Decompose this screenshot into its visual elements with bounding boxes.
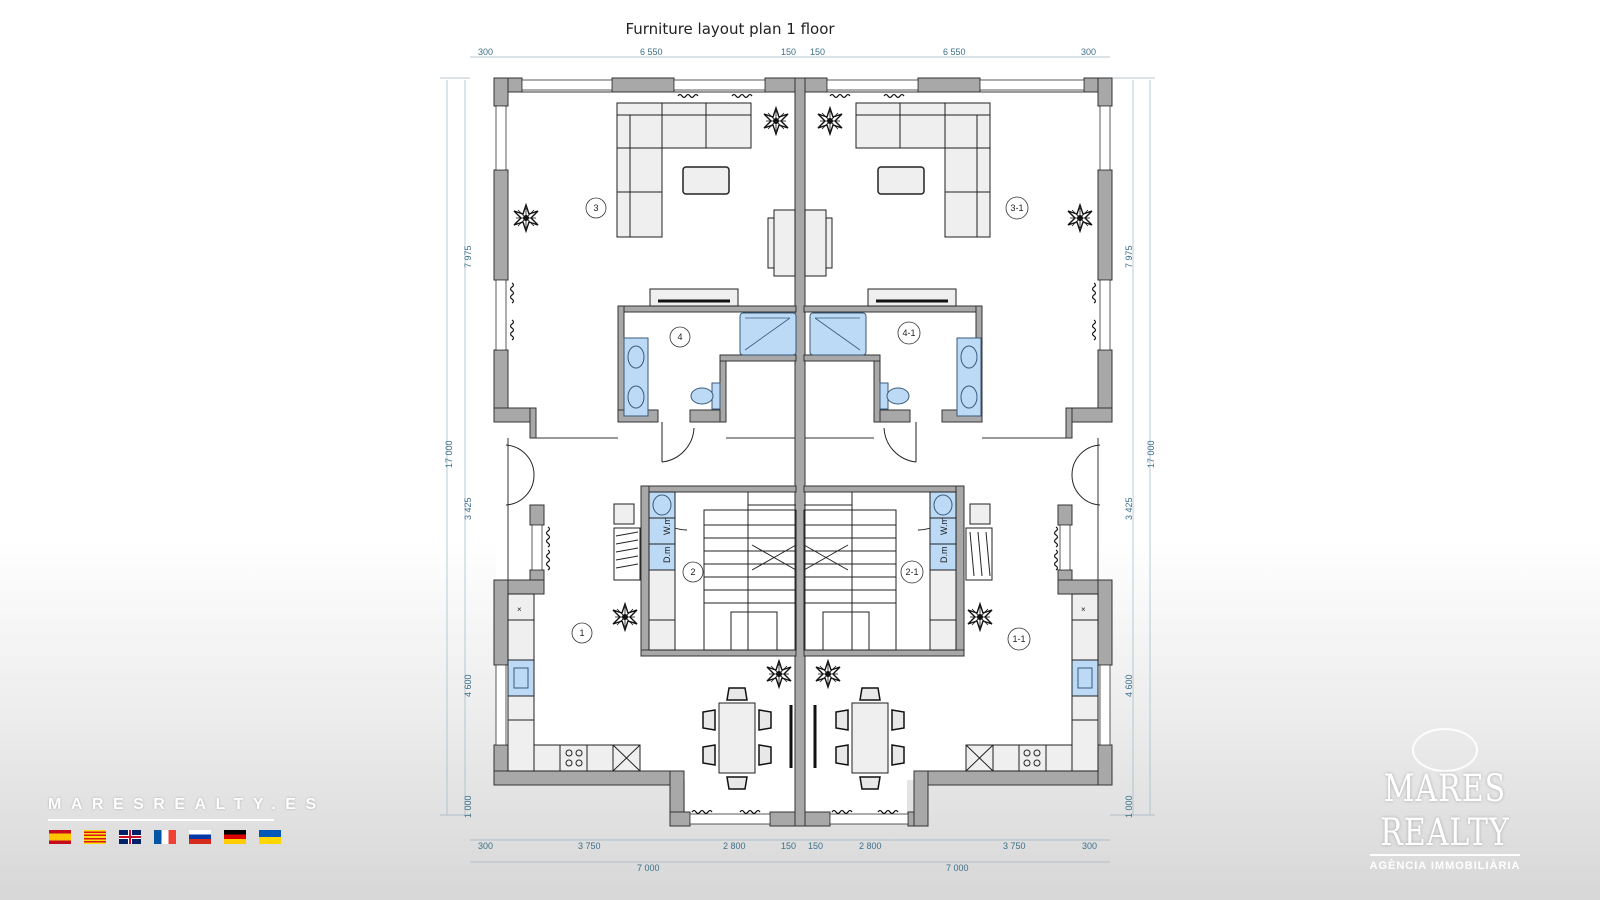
- dishwasher-label-left: D.m: [662, 547, 672, 564]
- dim-total-left: 7 000: [637, 863, 660, 873]
- walls: [493, 77, 1113, 827]
- entrance-doors: [505, 422, 1101, 506]
- dim-bottom-4: 150: [781, 841, 796, 851]
- germany-flag-icon[interactable]: [224, 830, 246, 844]
- dim-bottom-8: 300: [1082, 841, 1097, 851]
- dim-left-1: 7 975: [463, 245, 473, 268]
- website-label[interactable]: MARESREALTY.ES: [48, 796, 326, 813]
- dim-right-3: 4 600: [1124, 674, 1134, 697]
- sofa-right: [855, 102, 991, 238]
- room-label-3-1: 3-1: [1010, 203, 1023, 213]
- dim-left-3: 4 600: [463, 674, 473, 697]
- spain-flag-icon[interactable]: [49, 830, 71, 844]
- dim-left-total: 17 000: [444, 440, 454, 468]
- dim-right-2: 3 425: [1124, 497, 1134, 520]
- dim-bottom-2: 3 750: [578, 841, 601, 851]
- brand-logo: MARES REALTY AGÈNCIA IMMOBILIÀRIA: [1340, 728, 1550, 872]
- laundry-left: [648, 491, 676, 651]
- ship-emblem-icon: [1412, 728, 1478, 772]
- dim-top-3: 150: [781, 47, 796, 57]
- dim-left-4: 1 000: [463, 795, 473, 818]
- uk-flag-icon[interactable]: [119, 830, 141, 844]
- dishwasher-label-right: D.m: [939, 547, 949, 564]
- room-label-1: 1: [579, 628, 584, 638]
- washing-machine-label-right: W.m: [939, 517, 949, 535]
- room-label-4-1: 4-1: [902, 328, 915, 338]
- dining-table-left: [702, 687, 793, 790]
- website-underline: [48, 819, 274, 821]
- washing-machine-label-left: W.m: [662, 517, 672, 535]
- dim-bottom-1: 300: [478, 841, 493, 851]
- room-label-3: 3: [593, 203, 598, 213]
- hood-mark-left: ×: [517, 605, 522, 614]
- dim-bottom-7: 3 750: [1003, 841, 1026, 851]
- room-label-2: 2: [690, 567, 695, 577]
- room-label-2-1: 2-1: [905, 567, 918, 577]
- stairs-left: [648, 491, 797, 651]
- dim-right-4: 1 000: [1124, 795, 1134, 818]
- dim-total-right: 7 000: [946, 863, 969, 873]
- hood-mark-right: ×: [1081, 605, 1086, 614]
- language-flags: [49, 830, 281, 844]
- kitchen-right: [965, 593, 1099, 772]
- dimension-lines: [440, 56, 1155, 863]
- coffee-table-left: [682, 166, 730, 195]
- russia-flag-icon[interactable]: [189, 830, 211, 844]
- dim-bottom-6: 2 800: [859, 841, 882, 851]
- coffee-table-right: [877, 166, 925, 195]
- france-flag-icon[interactable]: [154, 830, 176, 844]
- sofa-left: [616, 102, 752, 238]
- plan-title: Furniture layout plan 1 floor: [625, 20, 835, 38]
- dim-bottom-3: 2 800: [723, 841, 746, 851]
- dim-top-1: 300: [478, 47, 493, 57]
- windows: [495, 79, 1111, 825]
- dim-right-1: 7 975: [1124, 245, 1134, 268]
- dim-right-total: 17 000: [1146, 440, 1156, 468]
- brand-name: MARES REALTY: [1380, 767, 1510, 855]
- dim-top-4: 150: [810, 47, 825, 57]
- room-label-1-1: 1-1: [1012, 634, 1025, 644]
- catalonia-flag-icon[interactable]: [84, 830, 106, 844]
- dining-table-right: [813, 687, 905, 790]
- room-label-4: 4: [677, 332, 682, 342]
- brand-subtitle: AGÈNCIA IMMOBILIÀRIA: [1369, 854, 1521, 872]
- dim-top-6: 300: [1081, 47, 1096, 57]
- laundry-right: [929, 491, 957, 651]
- kitchen-left: [507, 593, 641, 772]
- dim-bottom-5: 150: [808, 841, 823, 851]
- dim-left-2: 3 425: [463, 497, 473, 520]
- dim-top-5: 6 550: [943, 47, 966, 57]
- ukraine-flag-icon[interactable]: [259, 830, 281, 844]
- dim-top-2: 6 550: [640, 47, 663, 57]
